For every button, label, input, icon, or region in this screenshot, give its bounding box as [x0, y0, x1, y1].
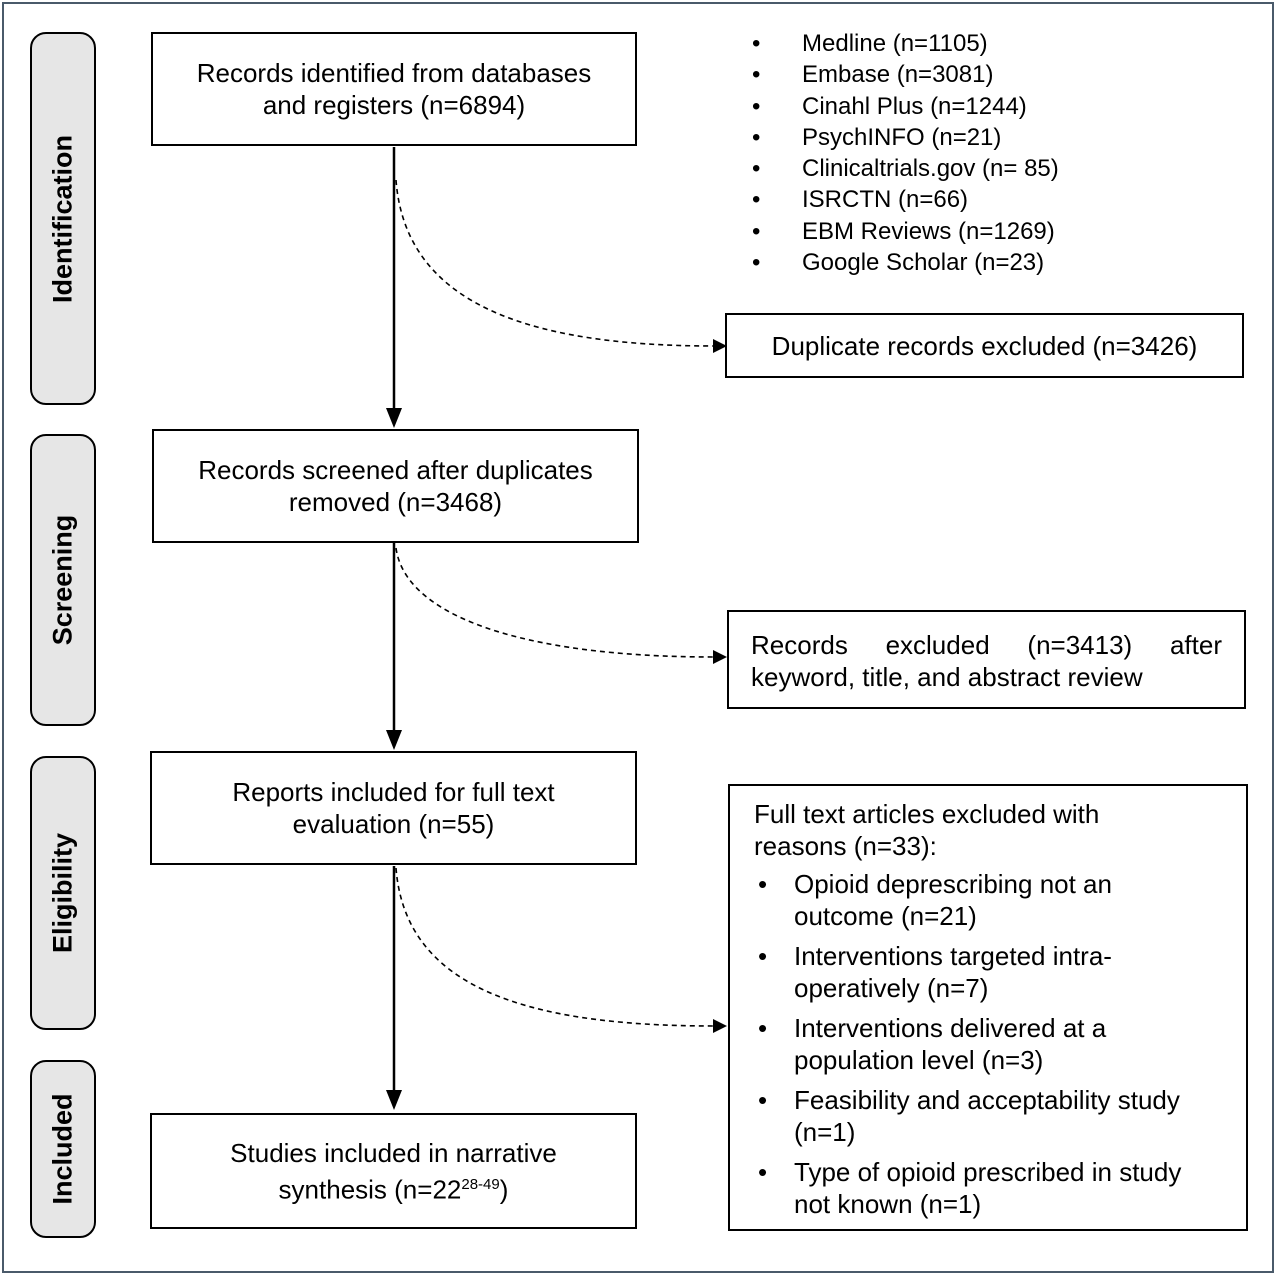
duplicates-excluded-text: Duplicate records excluded (n=3426)	[771, 330, 1198, 361]
exclusion-reason: Feasibility and acceptability study (n=1…	[754, 1084, 1226, 1148]
records-identified-line2: and registers (n=6894)	[262, 90, 526, 120]
exclusion-reason-line2: operatively (n=7)	[794, 973, 989, 1003]
studies-included-line2: synthesis (n=2228-49)	[230, 1169, 557, 1206]
arrowhead-studies	[386, 1090, 402, 1110]
full-text-box: Reports included for full text evaluatio…	[150, 751, 637, 865]
exclusion-reason: Type of opioid prescribed in study not k…	[754, 1156, 1226, 1220]
exclusion-reason-line1: Opioid deprescribing not an	[794, 869, 1112, 899]
stage-screening: Screening	[30, 434, 96, 726]
exclusion-reason-line2: (n=1)	[794, 1117, 856, 1147]
source-item: EBM Reviews (n=1269)	[752, 216, 1059, 248]
arrowhead-fulltext	[386, 730, 402, 750]
dashed-to-duplicates	[395, 179, 715, 347]
exclusion-reason-line1: Interventions targeted intra-	[794, 941, 1112, 971]
exclusion-reason-line1: Type of opioid prescribed in study	[794, 1157, 1182, 1187]
full-text-line2: evaluation (n=55)	[292, 809, 495, 839]
arrowhead-fulltext-excluded	[713, 1019, 727, 1033]
exclusion-reason-line2: population level (n=3)	[794, 1045, 1044, 1075]
records-screened-line2: removed (n=3468)	[288, 487, 503, 517]
records-identified-box: Records identified from databases and re…	[151, 32, 637, 146]
studies-included-line1: Studies included in narrative	[230, 1137, 557, 1168]
exclusion-reason-line1: Interventions delivered at a	[794, 1013, 1107, 1043]
records-excluded-line1: Records excluded (n=3413) after	[751, 630, 1222, 660]
exclusion-reason: Interventions targeted intra- operativel…	[754, 940, 1226, 1004]
full-text-line1: Reports included for full text	[232, 777, 555, 807]
source-item: Medline (n=1105)	[752, 28, 1059, 60]
source-item: ISRCTN (n=66)	[752, 184, 1059, 216]
source-item: Embase (n=3081)	[752, 59, 1059, 91]
arrowhead-duplicates	[713, 339, 727, 353]
exclusion-reason: Opioid deprescribing not an outcome (n=2…	[754, 868, 1226, 932]
studies-line2-suffix: )	[499, 1174, 509, 1205]
records-identified-line1: Records identified from databases	[196, 58, 592, 88]
fulltext-excluded-heading-line2: reasons (n=33):	[754, 831, 937, 861]
source-item: PsychINFO (n=21)	[752, 122, 1059, 154]
records-excluded-line2: keyword, title, and abstract review	[751, 662, 1143, 692]
fulltext-excluded-box: Full text articles excluded with reasons…	[728, 784, 1248, 1231]
studies-line2-prefix: synthesis (n=22	[278, 1174, 462, 1205]
studies-included-box: Studies included in narrative synthesis …	[150, 1113, 637, 1229]
records-excluded-box: Records excluded (n=3413) after keyword,…	[727, 610, 1246, 709]
stage-eligibility: Eligibility	[30, 756, 96, 1030]
source-item: Google Scholar (n=23)	[752, 247, 1059, 279]
studies-citation-sup: 28-49	[461, 1175, 500, 1193]
records-screened-box: Records screened after duplicates remove…	[152, 429, 639, 543]
stage-included: Included	[30, 1060, 96, 1238]
source-item: Clinicaltrials.gov (n= 85)	[752, 153, 1059, 185]
dashed-to-records-excluded	[395, 547, 715, 658]
exclusion-reason-line2: not known (n=1)	[794, 1189, 982, 1219]
exclusion-reason-line1: Feasibility and acceptability study	[794, 1085, 1180, 1115]
arrowhead-screened	[386, 408, 402, 428]
stage-identification: Identification	[30, 32, 96, 405]
arrowhead-records-excluded	[713, 650, 727, 664]
fulltext-excluded-heading-line1: Full text articles excluded with	[754, 799, 1100, 829]
exclusion-reason: Interventions delivered at a population …	[754, 1012, 1226, 1076]
sources-list: Medline (n=1105) Embase (n=3081) Cinahl …	[752, 28, 1059, 279]
exclusion-reasons-list: Opioid deprescribing not an outcome (n=2…	[754, 868, 1226, 1220]
duplicates-excluded-box: Duplicate records excluded (n=3426)	[725, 313, 1244, 378]
records-screened-line1: Records screened after duplicates	[198, 455, 593, 485]
exclusion-reason-line2: outcome (n=21)	[794, 901, 977, 931]
source-item: Cinahl Plus (n=1244)	[752, 91, 1059, 123]
dashed-to-fulltext-excluded	[395, 867, 715, 1027]
